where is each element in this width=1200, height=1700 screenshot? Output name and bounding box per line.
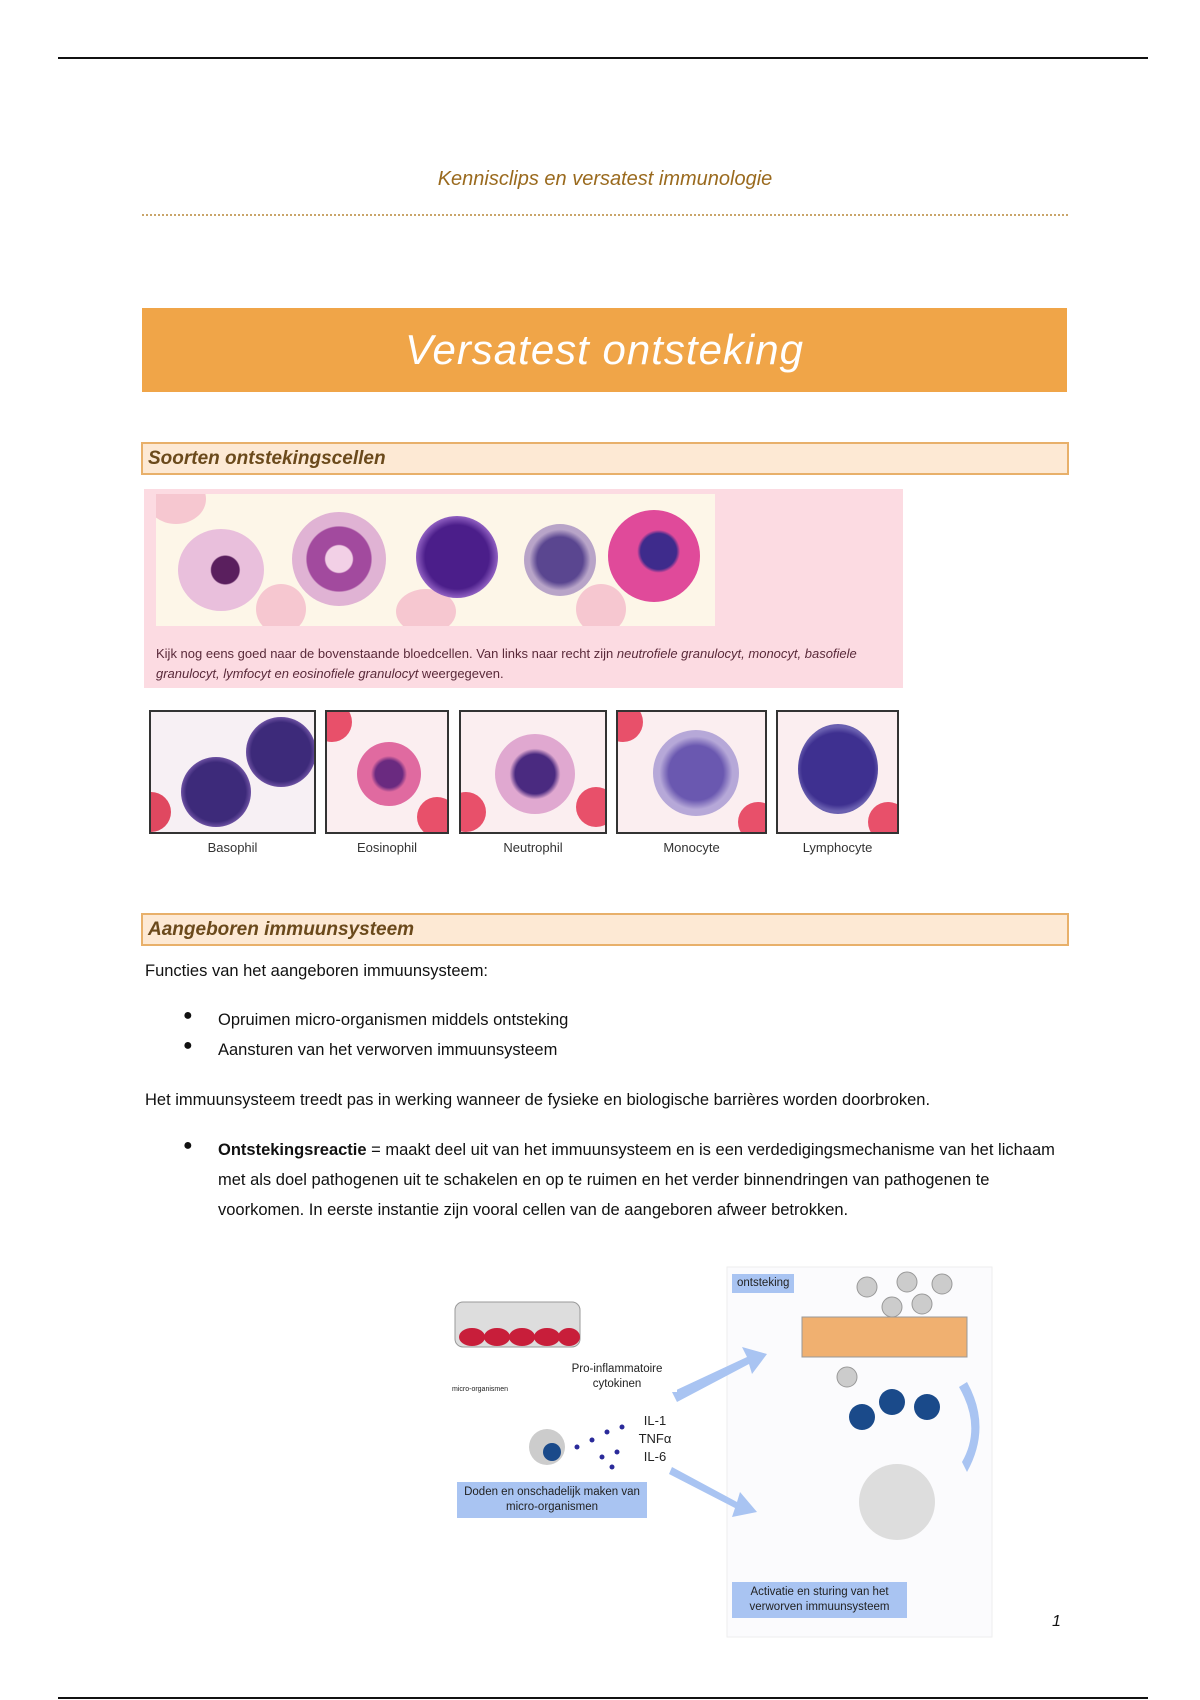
section-heading-cells: Soorten ontstekingscellen [141,442,1069,475]
diagram-graphics [454,1266,993,1638]
cell-label: Eosinophil [357,840,417,855]
monocyte-photo [616,710,767,834]
inflammation-diagram: micro-organismen Pro-inflammatoire cytok… [447,1262,997,1640]
top-rule [58,57,1148,59]
neutrophil-photo [459,710,607,834]
cytokine-list: IL-1 TNFα IL-6 [635,1412,675,1466]
bullet-item: Opruimen micro-organismen middels ontste… [218,1011,569,1029]
cell-label: Monocyte [663,840,720,855]
definition-item: Ontstekingsreactie = maakt deel uit van … [218,1141,1055,1219]
section-heading-innate: Aangeboren immuunsysteem [141,913,1069,946]
cytokine-il1: IL-1 [643,1413,667,1428]
header-divider [142,214,1068,216]
cytokine-il6: IL-6 [643,1449,667,1464]
bottom-rule [58,1697,1148,1699]
cell-label: Basophil [207,840,258,855]
eosinophil-photo [325,710,449,834]
cell-label: Lymphocyte [802,840,873,855]
cells-figure-box: Kijk nog eens goed naar de bovenstaande … [144,489,903,688]
inflammation-label: ontsteking [732,1274,795,1293]
bullet-icon: ● [183,1007,193,1024]
basophil-photo [149,710,316,834]
cytokine-tnfa: TNFα [638,1431,672,1446]
page-number: 1 [1052,1613,1061,1630]
bullet-icon: ● [183,1037,193,1054]
cells-caption: Kijk nog eens goed naar de bovenstaande … [156,646,857,681]
paragraph: Het immuunsysteem treedt pas in werking … [145,1091,931,1109]
epithelium-icon [454,1301,581,1348]
blood-cells-image [156,494,715,626]
microorganisms-label: micro-organismen [452,1386,509,1393]
cell-label: Neutrophil [503,840,563,855]
lymphocyte-photo [776,710,899,834]
page-title: Versatest ontsteking [142,308,1067,392]
intro-text: Functies van het aangeboren immuunsystee… [145,962,489,980]
activation-box: Activatie en sturing van het verworven i… [732,1582,907,1618]
page-header: Kennisclips en versatest immunologie [437,168,773,190]
bullet-icon: ● [183,1137,193,1154]
cytokines-box: Pro-inflammatoire cytokinen [557,1362,677,1392]
bullet-item: Aansturen van het verworven immuunsystee… [218,1041,558,1059]
kill-box: Doden en onschadelijk maken van micro-or… [457,1482,647,1518]
